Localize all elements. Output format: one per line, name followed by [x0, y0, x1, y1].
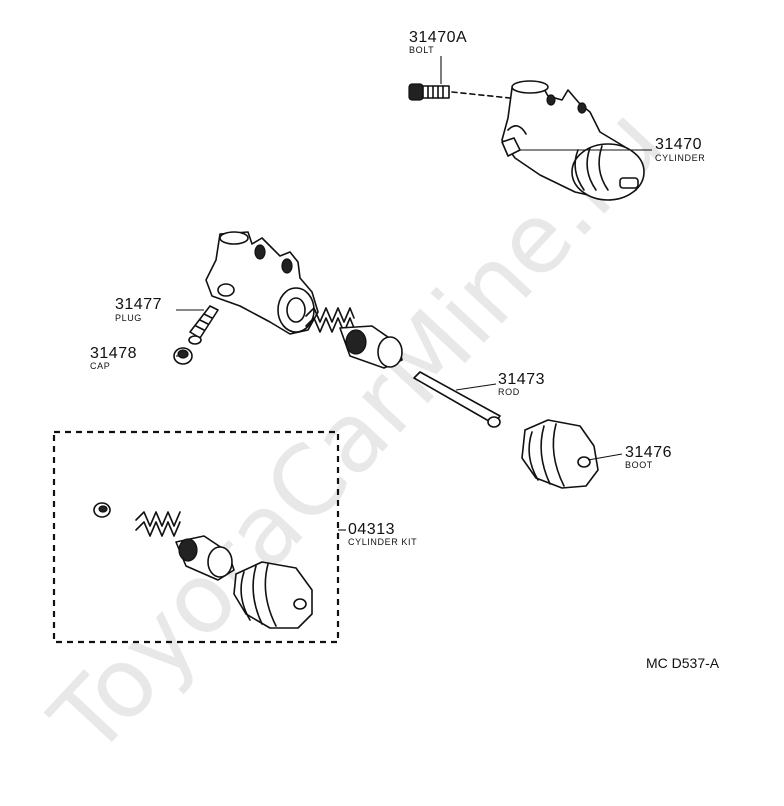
cap-drawing [173, 347, 193, 365]
part-number-31470A: 31470A [409, 29, 467, 46]
boot-drawing [521, 419, 599, 489]
part-name-cylinder-kit: CYLINDER KIT [348, 537, 417, 547]
part-number-31473: 31473 [498, 371, 545, 388]
part-number-31477: 31477 [115, 296, 162, 313]
part-number-31478: 31478 [90, 345, 137, 362]
kit-boundary-box [52, 430, 340, 644]
part-name-boot: BOOT [625, 460, 653, 470]
cylinder-body [205, 231, 319, 335]
diagram-code: MC D537-A [646, 655, 720, 671]
part-name-rod: ROD [498, 387, 520, 397]
piston [339, 325, 403, 369]
part-name-plug: PLUG [115, 313, 142, 323]
part-name-bolt: BOLT [409, 45, 434, 55]
part-number-31476: 31476 [625, 444, 672, 461]
part-name-cylinder: CYLINDER [655, 153, 705, 163]
cylinder-assembly-upper [501, 80, 645, 201]
part-name-cap: CAP [90, 361, 110, 371]
spring [305, 307, 355, 333]
part-number-04313: 04313 [348, 521, 395, 538]
plug-drawing [188, 305, 219, 345]
kit-parts [93, 502, 313, 629]
rod-drawing [413, 371, 501, 428]
part-number-31470: 31470 [655, 136, 702, 153]
bolt-drawing [408, 83, 511, 101]
